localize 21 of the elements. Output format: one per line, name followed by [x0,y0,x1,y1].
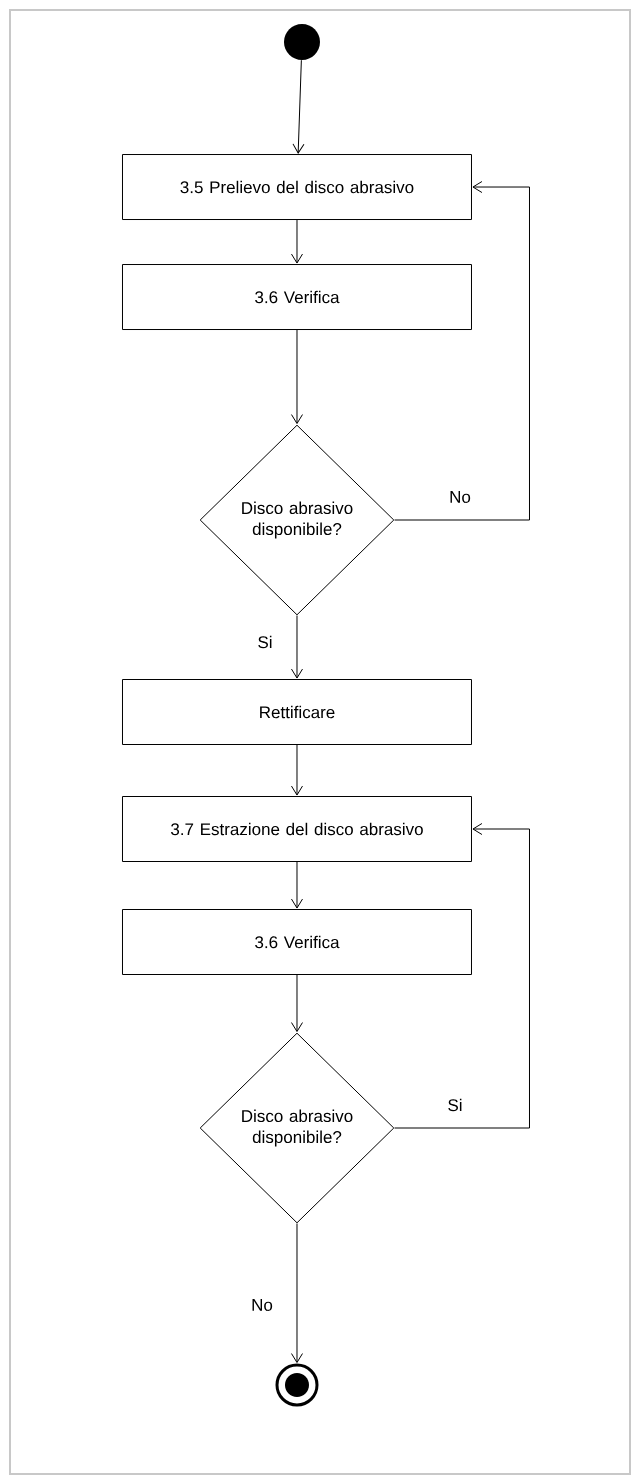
process-box: 3.7 Estrazione del disco abrasivo [122,796,472,862]
arrow [291,615,303,679]
arrow [291,744,303,796]
process-box: 3.6 Verifica [122,909,472,975]
end-node [275,1363,319,1407]
arrow [292,59,305,154]
process-box: Rettificare [122,679,472,745]
arrow [291,974,303,1033]
process-box: 3.5 Prelievo del disco abrasivo [122,154,472,220]
edge-label: No [448,490,472,504]
arrow [291,1223,303,1364]
start-node [284,24,320,60]
arrow [291,861,303,909]
arrow [291,329,303,425]
arrow [394,181,530,521]
process-box: 3.6 Verifica [122,264,472,330]
arrow [291,219,303,264]
edge-label: Si [446,1097,464,1113]
edge-label: No [250,1298,274,1312]
edge-label: Si [256,634,274,650]
arrow [394,823,530,1129]
